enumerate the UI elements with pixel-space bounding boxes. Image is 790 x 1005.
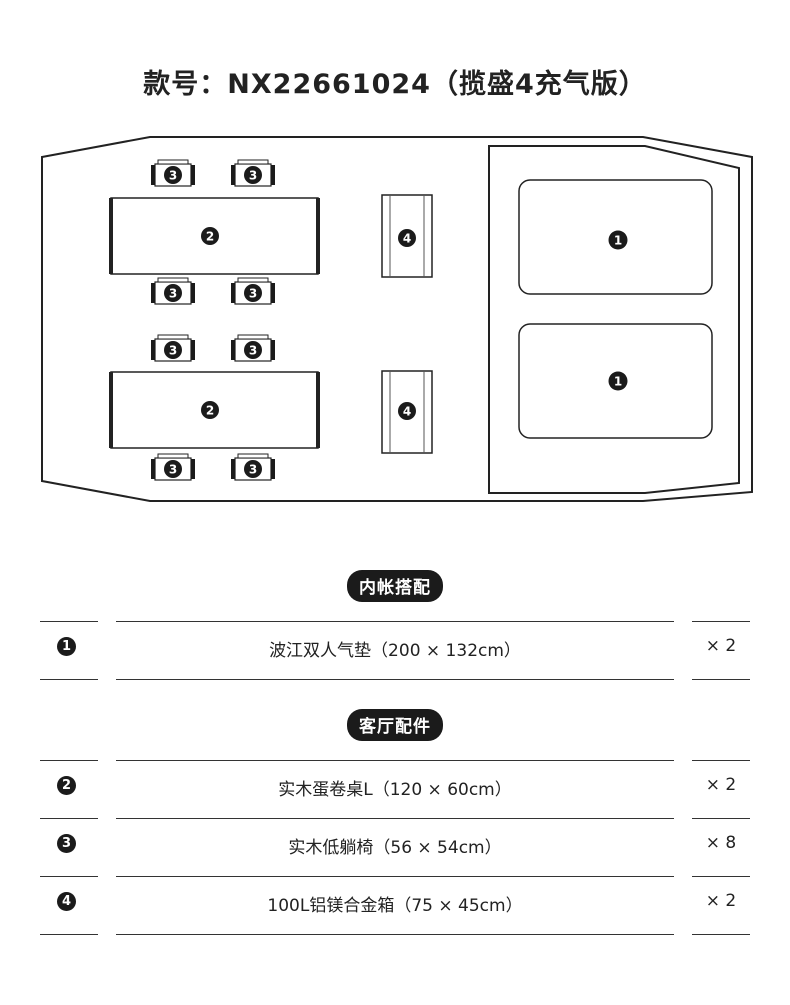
table-top: 2 <box>109 197 320 275</box>
chair-label: 3 <box>249 287 257 301</box>
rule <box>692 679 750 680</box>
chair: 3 <box>151 277 195 305</box>
mat-label: 1 <box>614 234 622 248</box>
rule <box>692 818 750 819</box>
table-label: 2 <box>206 230 214 244</box>
chairs-group: 3 3 3 3 3 3 3 3 <box>151 159 275 481</box>
rule <box>40 876 98 877</box>
chair: 3 <box>231 277 275 305</box>
table-row: 1 波江双人气垫（200 × 132cm） × 2 <box>0 622 790 678</box>
air-mat-bottom: 1 <box>518 323 713 439</box>
item-quantity: × 2 <box>705 891 737 911</box>
table-row: 2 实木蛋卷桌L（120 × 60cm） × 2 <box>0 761 790 817</box>
tent-layout-diagram: 1 1 2 2 4 4 3 3 3 3 3 3 3 3 <box>41 136 753 502</box>
table-row: 3 实木低躺椅（56 × 54cm） × 8 <box>0 819 790 875</box>
box-label: 4 <box>403 405 411 419</box>
item-description: 实木低躺椅（56 × 54cm） <box>288 838 502 858</box>
chair-label: 3 <box>249 463 257 477</box>
page-title: 款号：NX22661024（揽盛4充气版） <box>143 69 647 100</box>
rule <box>40 679 98 680</box>
chair-label: 3 <box>169 287 177 301</box>
chair: 3 <box>231 453 275 481</box>
rule <box>692 934 750 935</box>
aluminum-box-bottom: 4 <box>381 370 433 454</box>
item-number: 2 <box>57 776 76 795</box>
item-number: 1 <box>57 637 76 656</box>
rule <box>116 876 674 877</box>
item-quantity: × 2 <box>705 636 737 656</box>
chair: 3 <box>231 159 275 187</box>
aluminum-box-top: 4 <box>381 194 433 278</box>
table-row: 4 100L铝镁合金箱（75 × 45cm） × 2 <box>0 877 790 933</box>
mat-label: 1 <box>614 375 622 389</box>
item-quantity: × 2 <box>705 775 737 795</box>
rule <box>40 760 98 761</box>
item-number: 4 <box>57 892 76 911</box>
item-description: 100L铝镁合金箱（75 × 45cm） <box>267 896 523 916</box>
chair: 3 <box>231 334 275 362</box>
chair: 3 <box>151 334 195 362</box>
rule <box>40 934 98 935</box>
rule <box>116 818 674 819</box>
air-mat-top: 1 <box>518 179 713 295</box>
rule <box>40 621 98 622</box>
rule <box>116 679 674 680</box>
item-number: 3 <box>57 834 76 853</box>
rule <box>692 760 750 761</box>
chair-label: 3 <box>249 169 257 183</box>
chair: 3 <box>151 159 195 187</box>
rule <box>40 818 98 819</box>
rule <box>692 621 750 622</box>
rule <box>116 760 674 761</box>
rule <box>692 876 750 877</box>
item-quantity: × 8 <box>705 833 737 853</box>
chair: 3 <box>151 453 195 481</box>
item-description: 波江双人气垫（200 × 132cm） <box>269 641 521 661</box>
section-heading-living-room: 客厅配件 <box>347 709 443 741</box>
chair-label: 3 <box>169 169 177 183</box>
table-bottom: 2 <box>109 371 320 449</box>
section-heading-inner-tent: 内帐搭配 <box>347 570 443 602</box>
item-description: 实木蛋卷桌L（120 × 60cm） <box>278 780 512 800</box>
table-label: 2 <box>206 404 214 418</box>
box-label: 4 <box>403 232 411 246</box>
rule <box>116 934 674 935</box>
chair-label: 3 <box>169 344 177 358</box>
chair-label: 3 <box>249 344 257 358</box>
rule <box>116 621 674 622</box>
chair-label: 3 <box>169 463 177 477</box>
